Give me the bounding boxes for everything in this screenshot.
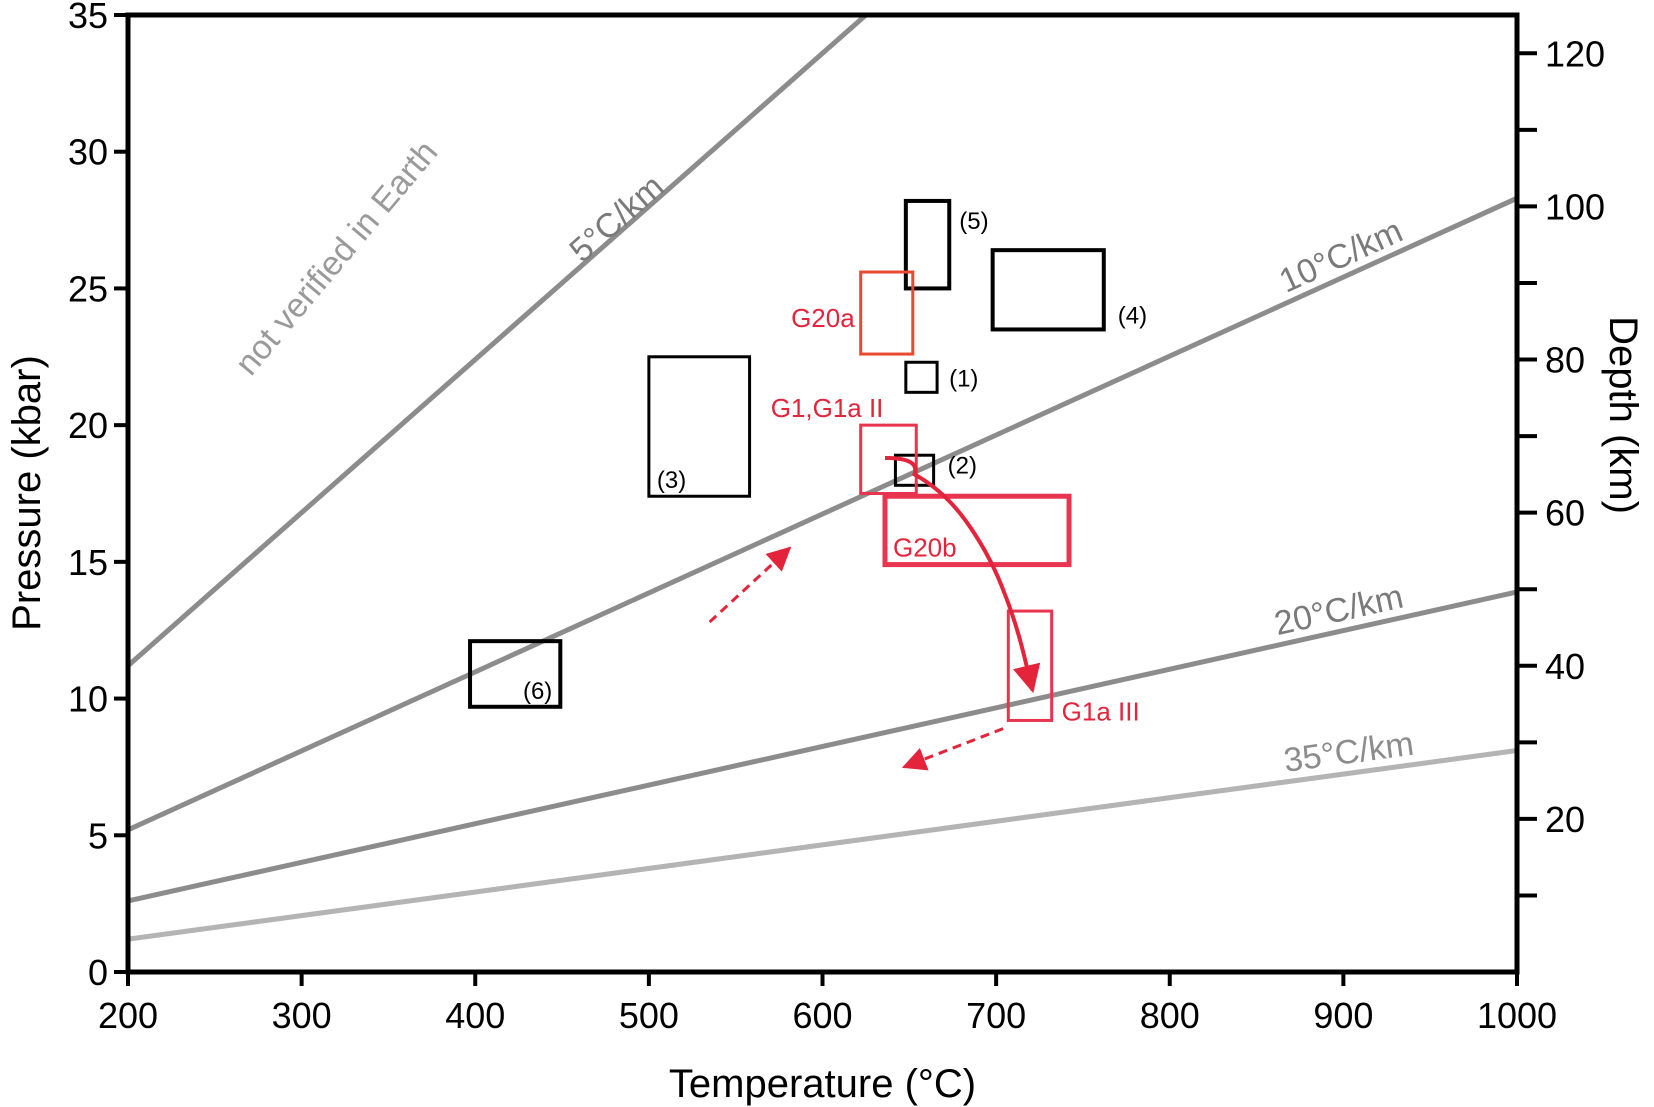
reference-box	[990, 248, 1106, 332]
y-tick-label: 25	[68, 268, 108, 309]
sample-box	[859, 423, 918, 495]
reference-box	[647, 355, 752, 498]
x-tick-label: 400	[445, 995, 505, 1036]
y-tick-label: 35	[68, 0, 108, 36]
sample-box-label: G1a III	[1062, 696, 1140, 726]
sample-box	[882, 493, 1072, 568]
reference-box-label: (2)	[948, 452, 977, 479]
y-tick-label: 0	[88, 952, 108, 993]
y-tick-label: 5	[88, 815, 108, 856]
dashed-trend-arrow	[901, 727, 1004, 771]
pt-arrows	[708, 455, 1041, 771]
geotherm-line	[128, 748, 1517, 942]
reference-box-label: (5)	[959, 208, 988, 235]
y2-tick-label: 40	[1545, 646, 1585, 687]
axes: 200 300 400 500 600 700 800 900 1000 0 5 10 15 20 25 30…	[68, 0, 1605, 1036]
reference-box-label: (1)	[949, 365, 978, 392]
sample-box-label: G20a	[791, 303, 855, 333]
y-axis-title: Pressure (kbar)	[5, 355, 49, 631]
reference-box-label: (6)	[523, 678, 552, 705]
y2-axis-title: Depth (km)	[1601, 316, 1645, 514]
geotherm-line	[128, 195, 1517, 833]
geotherm-label: 5°C/km	[562, 168, 671, 270]
sample-box-label: G1,G1a II	[771, 393, 884, 423]
x-tick-label: 200	[98, 995, 158, 1036]
x-tick-label: 900	[1313, 995, 1373, 1036]
y2-tick-label: 120	[1545, 33, 1605, 74]
x-tick-label: 1000	[1477, 995, 1557, 1036]
y-tick-label: 10	[68, 679, 108, 720]
plot-frame	[125, 12, 1520, 975]
reference-box	[903, 198, 952, 291]
y2-tick-label: 100	[1545, 186, 1605, 227]
geotherm-line	[128, 589, 1517, 904]
sample-box	[1006, 609, 1054, 722]
y2-tick-label: 80	[1545, 340, 1585, 381]
dashed-trend-arrow	[708, 546, 792, 624]
geotherm-lines	[128, 15, 1517, 942]
x-axis-title: Temperature (°C)	[669, 1062, 976, 1106]
y-tick-label: 20	[68, 405, 108, 446]
y-tick-label: 30	[68, 132, 108, 173]
x-tick-label: 800	[1140, 995, 1200, 1036]
pt-path-arrow	[885, 455, 1041, 694]
x-tick-label: 500	[619, 995, 679, 1036]
x-tick-label: 300	[272, 995, 332, 1036]
reference-box	[893, 453, 936, 487]
x-tick-label: 700	[966, 995, 1026, 1036]
x-tick-label: 600	[792, 995, 852, 1036]
sample-box-label: G20b	[893, 533, 957, 563]
y2-tick-label: 20	[1545, 799, 1585, 840]
reference-box	[468, 639, 563, 709]
region-label: not verified in Earth	[228, 134, 445, 383]
y2-tick-label: 60	[1545, 493, 1585, 534]
sample-box	[859, 270, 915, 356]
y-tick-label: 15	[68, 542, 108, 583]
reference-box	[904, 360, 939, 394]
reference-box-label: (4)	[1118, 302, 1147, 329]
reference-box-label: (3)	[657, 467, 686, 494]
geotherm-line	[128, 15, 868, 668]
